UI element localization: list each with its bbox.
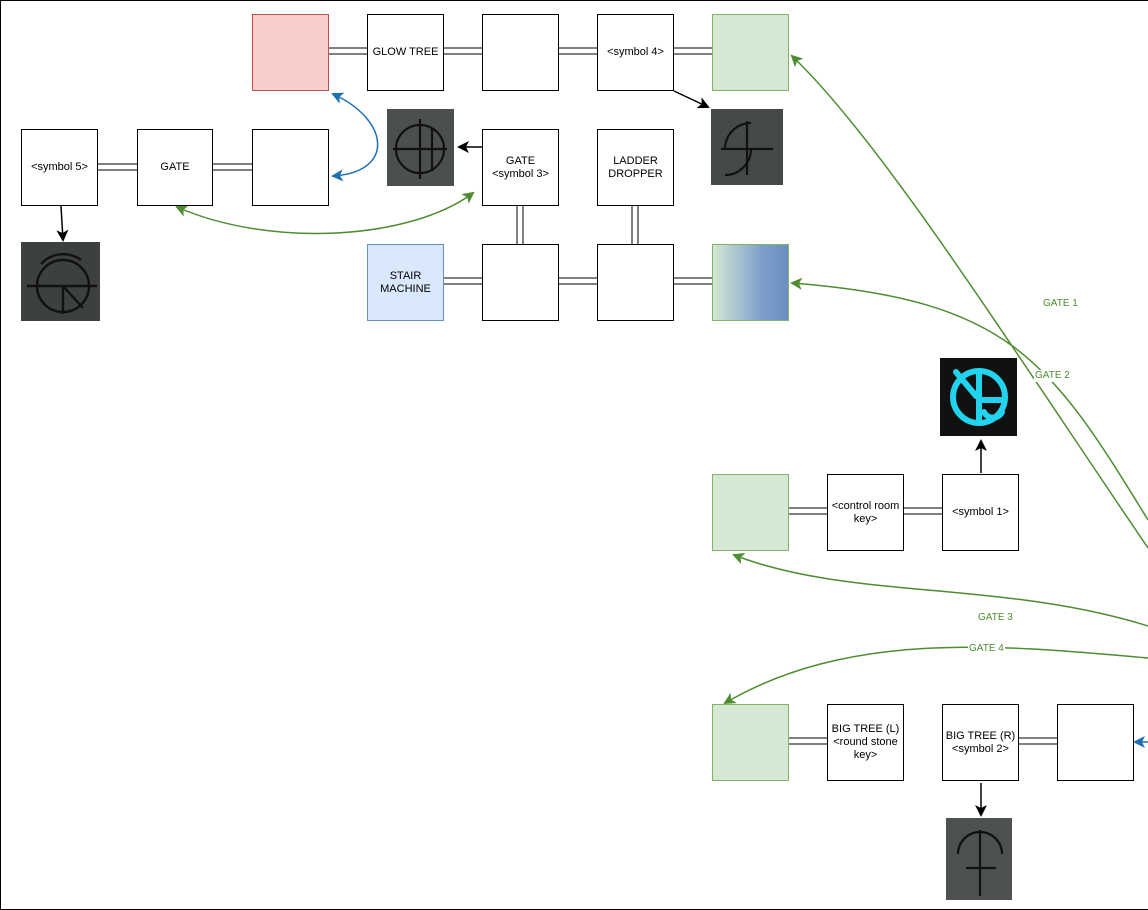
big-tree-l-label: BIG TREE (L) <round stone key> — [831, 723, 900, 761]
blank-left-node[interactable] — [252, 129, 329, 206]
green-top-right-node[interactable] — [712, 14, 789, 91]
symbol-4-node[interactable]: <symbol 4> — [597, 14, 674, 91]
symbol-5-label: <symbol 5> — [31, 161, 88, 173]
gate-symbol-3-node[interactable]: GATE <symbol 3> — [482, 129, 559, 206]
glow-tree-node[interactable]: GLOW TREE — [367, 14, 444, 91]
big-tree-l-node[interactable]: BIG TREE (L) <round stone key> — [827, 704, 904, 781]
symbol-1-cyan-icon — [940, 358, 1017, 436]
symbol-3-glyph-icon — [387, 109, 454, 186]
symbol-4-label: <symbol 4> — [607, 46, 664, 58]
gate-2-label: GATE 2 — [1034, 370, 1071, 382]
ladder-dropper-node[interactable]: LADDER DROPPER — [597, 129, 674, 206]
symbol-5-glyph-icon — [21, 242, 100, 321]
stair-machine-label: STAIR MACHINE — [380, 269, 431, 295]
symbol-5-photo — [21, 242, 100, 321]
blue-arrows — [331, 92, 1148, 748]
green-arrows — [175, 54, 1148, 705]
double-links — [98, 47, 1057, 745]
gate-symbol-3-label: GATE <symbol 3> — [492, 154, 549, 180]
gradient-room-node[interactable] — [712, 244, 789, 321]
blank-bottom-node[interactable] — [1057, 704, 1134, 781]
black-arrows — [56, 90, 987, 817]
big-tree-r-label: BIG TREE (R) <symbol 2> — [945, 729, 1016, 755]
symbol-4-photo — [711, 109, 783, 185]
gate-left-node[interactable]: GATE — [137, 129, 213, 206]
gate-3-label: GATE 3 — [977, 612, 1014, 624]
symbol-1-label: <symbol 1> — [952, 506, 1009, 518]
glow-tree-label: GLOW TREE — [372, 46, 439, 58]
symbol-1-glyph — [940, 358, 1017, 436]
symbol-5-node[interactable]: <symbol 5> — [21, 129, 98, 206]
green-control-node[interactable] — [712, 474, 789, 551]
gate-4-label: GATE 4 — [968, 643, 1005, 655]
blank-top-node[interactable] — [482, 14, 559, 91]
big-tree-r-node[interactable]: BIG TREE (R) <symbol 2> — [942, 704, 1019, 781]
stair-machine-node[interactable]: STAIR MACHINE — [367, 244, 444, 321]
red-room-node[interactable] — [252, 14, 329, 91]
ladder-dropper-label: LADDER DROPPER — [608, 154, 663, 180]
gate-1-label: GATE 1 — [1042, 298, 1079, 310]
symbol-2-glyph-icon — [946, 818, 1012, 900]
gate-left-label: GATE — [160, 161, 190, 173]
symbol-4-glyph-icon — [711, 109, 783, 185]
control-room-key-node[interactable]: <control room key> — [827, 474, 904, 551]
green-bottom-node[interactable] — [712, 704, 789, 781]
symbol-3-photo — [387, 109, 454, 186]
symbol-2-photo — [946, 818, 1012, 900]
symbol-1-node[interactable]: <symbol 1> — [942, 474, 1019, 551]
blank-mid-2-node[interactable] — [597, 244, 674, 321]
blank-mid-1-node[interactable] — [482, 244, 559, 321]
control-room-key-label: <control room key> — [831, 499, 900, 525]
